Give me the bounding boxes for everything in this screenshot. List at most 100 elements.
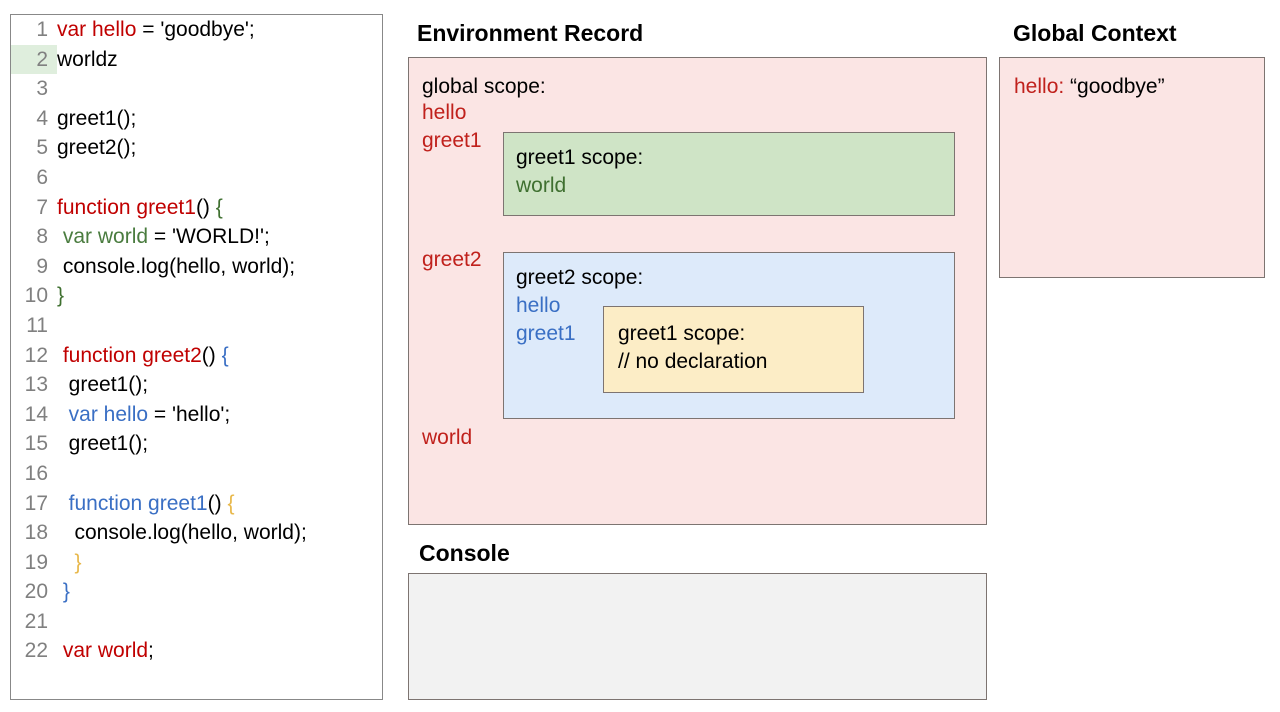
code-token: function greet2 bbox=[62, 343, 202, 367]
code-token: console.log(hello, world); bbox=[57, 254, 296, 278]
code-line[interactable]: 8 var world = 'WORLD!'; bbox=[11, 222, 382, 252]
code-token: console.log(hello, world); bbox=[57, 521, 307, 545]
line-number: 20 bbox=[24, 580, 48, 604]
console-heading: Console bbox=[419, 540, 510, 566]
line-number: 13 bbox=[24, 373, 48, 397]
greet1-scope-box: greet1 scope: world bbox=[503, 132, 955, 216]
line-number: 3 bbox=[36, 77, 48, 101]
code-token: var world bbox=[62, 639, 149, 663]
greet1-scope-title: greet1 scope: bbox=[516, 146, 644, 169]
code-token: } bbox=[74, 550, 82, 574]
global-context-heading: Global Context bbox=[1013, 20, 1177, 46]
greet2-scope-box: greet2 scope: hello greet1 greet1 scope:… bbox=[503, 252, 955, 419]
global-binding-greet2: greet2 bbox=[422, 248, 482, 271]
code-line[interactable]: 17 function greet1() { bbox=[11, 489, 382, 519]
code-token: var world bbox=[62, 225, 149, 249]
line-number: 4 bbox=[36, 106, 48, 130]
global-context-entry-value: “goodbye” bbox=[1064, 75, 1165, 98]
code-line-text: var hello = 'goodbye'; bbox=[57, 15, 255, 45]
line-number: 5 bbox=[36, 136, 48, 160]
code-line-text: console.log(hello, world); bbox=[57, 518, 307, 548]
line-number: 10 bbox=[24, 284, 48, 308]
line-number: 17 bbox=[24, 491, 48, 515]
code-line-text: var world = 'WORLD!'; bbox=[57, 222, 270, 252]
line-number: 19 bbox=[24, 550, 48, 574]
code-token: var hello bbox=[57, 18, 137, 41]
greet2-binding-hello: hello bbox=[516, 294, 561, 317]
code-line[interactable]: 12 function greet2() { bbox=[11, 341, 382, 371]
code-token: function greet1 bbox=[57, 195, 196, 219]
code-line[interactable]: 1 var hello = 'goodbye'; bbox=[11, 15, 382, 45]
code-line[interactable]: 19 } bbox=[11, 548, 382, 578]
code-token: } bbox=[57, 284, 65, 308]
code-token: = 'WORLD!'; bbox=[148, 225, 270, 249]
code-line[interactable]: 21 bbox=[11, 607, 382, 637]
greet2-binding-greet1: greet1 bbox=[516, 322, 576, 345]
code-token: function greet1 bbox=[68, 491, 208, 515]
code-line-text: function greet2() { bbox=[57, 341, 229, 371]
code-line-text: greet1(); bbox=[57, 429, 148, 459]
code-token: = 'hello'; bbox=[148, 402, 231, 426]
code-token: var hello bbox=[68, 402, 149, 426]
code-line[interactable]: 15 greet1(); bbox=[11, 429, 382, 459]
code-line-text: greet2(); bbox=[57, 133, 136, 163]
code-token: ; bbox=[148, 639, 154, 663]
code-token: () bbox=[207, 491, 228, 515]
code-line[interactable]: 3 bbox=[11, 74, 382, 104]
line-number: 18 bbox=[24, 521, 48, 545]
code-line[interactable]: 16 bbox=[11, 459, 382, 489]
code-line[interactable]: 10} bbox=[11, 281, 382, 311]
code-token bbox=[57, 551, 75, 574]
line-number: 9 bbox=[36, 254, 48, 278]
code-token: worldz bbox=[57, 47, 118, 71]
code-token: greet1(); bbox=[57, 373, 149, 397]
code-token: = 'goodbye'; bbox=[136, 18, 255, 41]
code-token: () bbox=[201, 343, 222, 367]
code-line[interactable]: 7 function greet1() { bbox=[11, 193, 382, 223]
environment-record-heading: Environment Record bbox=[417, 20, 644, 46]
code-token: greet1(); bbox=[57, 106, 137, 130]
code-line-text: var world; bbox=[57, 636, 154, 666]
global-binding-world: world bbox=[422, 426, 473, 449]
line-number: 12 bbox=[24, 343, 48, 367]
code-line[interactable]: 9 console.log(hello, world); bbox=[11, 252, 382, 282]
inner-greet1-scope-note: // no declaration bbox=[618, 350, 768, 373]
code-line-text: } bbox=[57, 577, 70, 607]
code-token: greet2(); bbox=[57, 136, 137, 160]
code-line-text: function greet1() { bbox=[57, 193, 223, 223]
code-token: { bbox=[215, 195, 223, 219]
code-token: () bbox=[195, 195, 216, 219]
code-line[interactable]: 13 greet1(); bbox=[11, 370, 382, 400]
code-line[interactable]: 4 greet1(); bbox=[11, 104, 382, 134]
global-scope-box: global scope: hello greet1 greet2 world … bbox=[408, 57, 987, 525]
code-token: { bbox=[227, 491, 235, 515]
code-line[interactable]: 22 var world; bbox=[11, 636, 382, 666]
code-line[interactable]: 14 var hello = 'hello'; bbox=[11, 400, 382, 430]
line-number: 6 bbox=[36, 165, 48, 189]
code-line[interactable]: 11 bbox=[11, 311, 382, 341]
global-binding-hello: hello bbox=[422, 101, 467, 124]
code-token: greet1(); bbox=[57, 432, 149, 456]
code-line[interactable]: 6 bbox=[11, 163, 382, 193]
console-output-box[interactable] bbox=[408, 573, 987, 700]
code-line-text: console.log(hello, world); bbox=[57, 252, 295, 282]
code-line-text: greet1(); bbox=[57, 104, 136, 134]
code-line-text: var hello = 'hello'; bbox=[57, 400, 231, 430]
code-line-text: greet1(); bbox=[57, 370, 148, 400]
line-number: 15 bbox=[24, 432, 48, 456]
greet2-scope-title: greet2 scope: bbox=[516, 266, 644, 289]
code-line[interactable]: 18 console.log(hello, world); bbox=[11, 518, 382, 548]
code-line[interactable]: 20 } bbox=[11, 577, 382, 607]
line-number: 16 bbox=[24, 461, 48, 485]
inner-greet1-scope-title: greet1 scope: bbox=[618, 322, 746, 345]
line-number: 7 bbox=[36, 195, 48, 219]
code-line-text: } bbox=[57, 548, 82, 578]
code-line[interactable]: 5 greet2(); bbox=[11, 133, 382, 163]
global-context-entry-key: hello: bbox=[1014, 75, 1065, 98]
code-token: { bbox=[221, 343, 229, 367]
code-line-text: worldz bbox=[57, 45, 118, 75]
line-number: 1 bbox=[36, 18, 48, 41]
